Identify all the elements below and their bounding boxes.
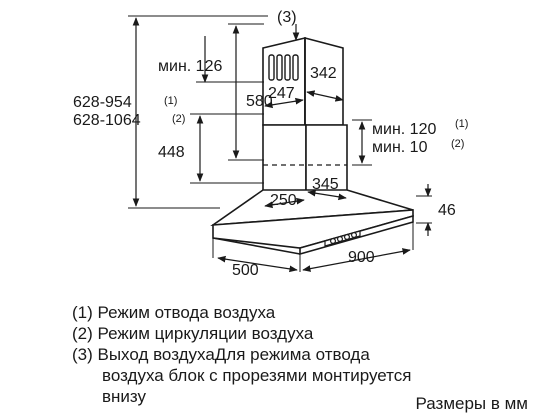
dimension-lines: [132, 17, 432, 273]
hood-width-label: 900: [348, 249, 375, 266]
min-above-1-ref: (1): [455, 118, 468, 130]
air-outlet-slots: [268, 54, 299, 81]
min-above-2-ref: (2): [451, 138, 464, 150]
height-range-2-label: 628-1064: [73, 112, 141, 129]
legend-line-2: (2) Режим циркуляции воздуха: [72, 324, 314, 343]
legend-line-1: (1) Режим отвода воздуха: [72, 303, 276, 322]
legend-line-3-end: внизу: [102, 387, 147, 406]
chimney-depth-label: 342: [310, 65, 337, 82]
units-note: Размеры в мм: [415, 394, 528, 413]
height-range-1-ref: (1): [164, 95, 177, 107]
control-panel: [324, 230, 361, 247]
min-above-2-label: мин. 10: [372, 139, 428, 156]
upper-chimney-height-label: 580: [246, 93, 273, 110]
hood-canopy: [210, 189, 414, 256]
hood-thickness-label: 46: [438, 202, 456, 219]
legend: (1) Режим отвода воздуха (2) Режим цирку…: [72, 302, 412, 407]
legend-line-3: (3) Выход воздухаДля режима отвода: [72, 345, 370, 364]
lower-chimney-height-label: 448: [158, 144, 185, 161]
lower-chimney-depth-label: 345: [312, 176, 339, 193]
height-range-1-label: 628-954: [73, 94, 132, 111]
upper-chimney-width-label: 247: [268, 85, 295, 102]
height-range-2-ref: (2): [172, 113, 185, 125]
legend-line-3-cont: воздуха блок с прорезями монтируется: [102, 366, 412, 385]
outlet-marker-label: (3): [277, 9, 297, 26]
min-above-1-label: мин. 120: [372, 121, 436, 138]
hood-depth-label: 500: [232, 262, 259, 279]
min-top-label: мин. 126: [158, 58, 222, 75]
lower-chimney-width-label: 250: [270, 192, 297, 209]
